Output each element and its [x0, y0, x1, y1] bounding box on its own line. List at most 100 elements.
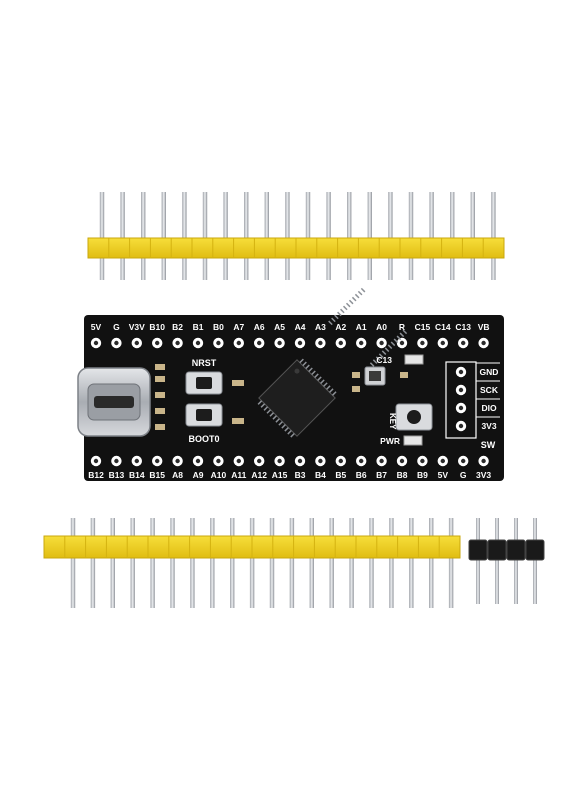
- header-pin: [285, 192, 290, 280]
- header-pin: [190, 518, 195, 608]
- header-pin: [244, 192, 249, 280]
- top-pin-label: C13: [455, 322, 471, 332]
- top-pin-label: B10: [149, 322, 165, 332]
- swd-pin-label: SCK: [480, 385, 499, 395]
- top-pin-label: A4: [295, 322, 306, 332]
- header-pin: [70, 518, 76, 608]
- passive-components: [155, 364, 408, 430]
- bottom-pin-label: B8: [397, 470, 408, 480]
- top-pin-label: A2: [335, 322, 346, 332]
- header-pin: [249, 518, 255, 608]
- top-pin-label: 5V: [91, 322, 102, 332]
- boot0-label: BOOT0: [188, 434, 219, 444]
- header-pin: [369, 518, 374, 608]
- header-pin: [161, 192, 166, 280]
- header-pin: [347, 192, 352, 280]
- header-pin: [388, 192, 393, 280]
- top-pin-label: VB: [478, 322, 490, 332]
- bottom-pin-label: B3: [295, 470, 306, 480]
- pwr-led: [403, 435, 423, 446]
- bottom-pin-label: A11: [231, 470, 246, 480]
- bottom-pin-label: G: [460, 470, 467, 480]
- bottom-pin-label: B13: [109, 470, 125, 480]
- angle-header-pin: [514, 518, 518, 604]
- swd-pin-label: GND: [480, 367, 499, 377]
- top-pin-label: A3: [315, 322, 326, 332]
- header-pin: [210, 518, 215, 608]
- header-pin: [408, 192, 414, 280]
- bottom-pin-label: B12: [88, 470, 104, 480]
- bottom-pin-label: B7: [376, 470, 387, 480]
- bottom-pin-label: B15: [149, 470, 165, 480]
- top-pin-header: [87, 192, 505, 280]
- header-pin: [429, 192, 434, 280]
- top-pin-label: B1: [193, 322, 204, 332]
- header-pin: [150, 518, 155, 608]
- top-pin-label: A7: [233, 322, 244, 332]
- crystal: [364, 366, 386, 386]
- top-pin-label: B2: [172, 322, 183, 332]
- header-pin: [182, 192, 187, 280]
- top-pin-holes: [90, 337, 489, 349]
- usb-c-connector: [77, 367, 151, 437]
- top-pin-label: A6: [254, 322, 265, 332]
- swd-title: SW: [481, 440, 496, 450]
- mcu-chip: [257, 287, 408, 438]
- top-pin-label: A1: [356, 322, 367, 332]
- header-pin: [230, 518, 235, 608]
- bottom-pin-label: A9: [193, 470, 204, 480]
- key-button[interactable]: [395, 403, 433, 431]
- header-pin: [264, 192, 269, 280]
- bottom-pin-label: B6: [356, 470, 367, 480]
- boot0-button[interactable]: [185, 403, 223, 427]
- bottom-pin-holes: [90, 455, 489, 467]
- header-pin: [309, 518, 314, 608]
- swd-pin-label: DIO: [481, 403, 497, 413]
- bottom-pin-label: A8: [172, 470, 183, 480]
- top-pin-label: B0: [213, 322, 224, 332]
- c13-led-label: C13: [376, 355, 392, 365]
- bottom-pin-label: 5V: [438, 470, 449, 480]
- header-pin: [450, 192, 455, 280]
- header-pin: [409, 518, 414, 608]
- header-pin: [367, 192, 372, 280]
- bottom-pin-label: A10: [211, 470, 227, 480]
- header-pin: [90, 518, 96, 608]
- angle-header-pin: [495, 518, 499, 604]
- top-pin-label: A0: [376, 322, 387, 332]
- bottom-pin-label: B4: [315, 470, 326, 480]
- header-pin: [289, 518, 295, 608]
- angle-header-body: [468, 539, 488, 561]
- key-label: KEY: [388, 413, 397, 430]
- header-pin: [223, 192, 228, 280]
- header-pin: [349, 518, 354, 608]
- header-pin: [141, 192, 146, 280]
- header-pin: [326, 192, 331, 280]
- right-angle-pin-header: [468, 518, 545, 604]
- angle-header-body: [525, 539, 545, 561]
- bottom-pin-header: [43, 518, 461, 608]
- bottom-pin-label: B9: [417, 470, 428, 480]
- top-pin-label: V3V: [129, 322, 145, 332]
- bottom-pin-label: A12: [251, 470, 267, 480]
- header-pin: [170, 518, 175, 608]
- top-pin-label: C15: [415, 322, 431, 332]
- angle-header-body: [506, 539, 526, 561]
- top-pin-label: G: [113, 322, 120, 332]
- angle-header-body: [487, 539, 507, 561]
- header-pin: [99, 192, 105, 280]
- bottom-pin-label: 3V3: [476, 470, 491, 480]
- header-pin: [120, 192, 125, 280]
- bottom-pin-label: A15: [272, 470, 288, 480]
- header-pin: [130, 518, 135, 608]
- angle-header-pin: [476, 518, 480, 604]
- nrst-button[interactable]: [185, 371, 223, 395]
- header-pin: [202, 192, 208, 280]
- header-pin: [269, 518, 275, 608]
- top-pin-label: A5: [274, 322, 285, 332]
- nrst-label: NRST: [192, 358, 217, 368]
- header-pin: [389, 518, 394, 608]
- header-pin: [305, 192, 311, 280]
